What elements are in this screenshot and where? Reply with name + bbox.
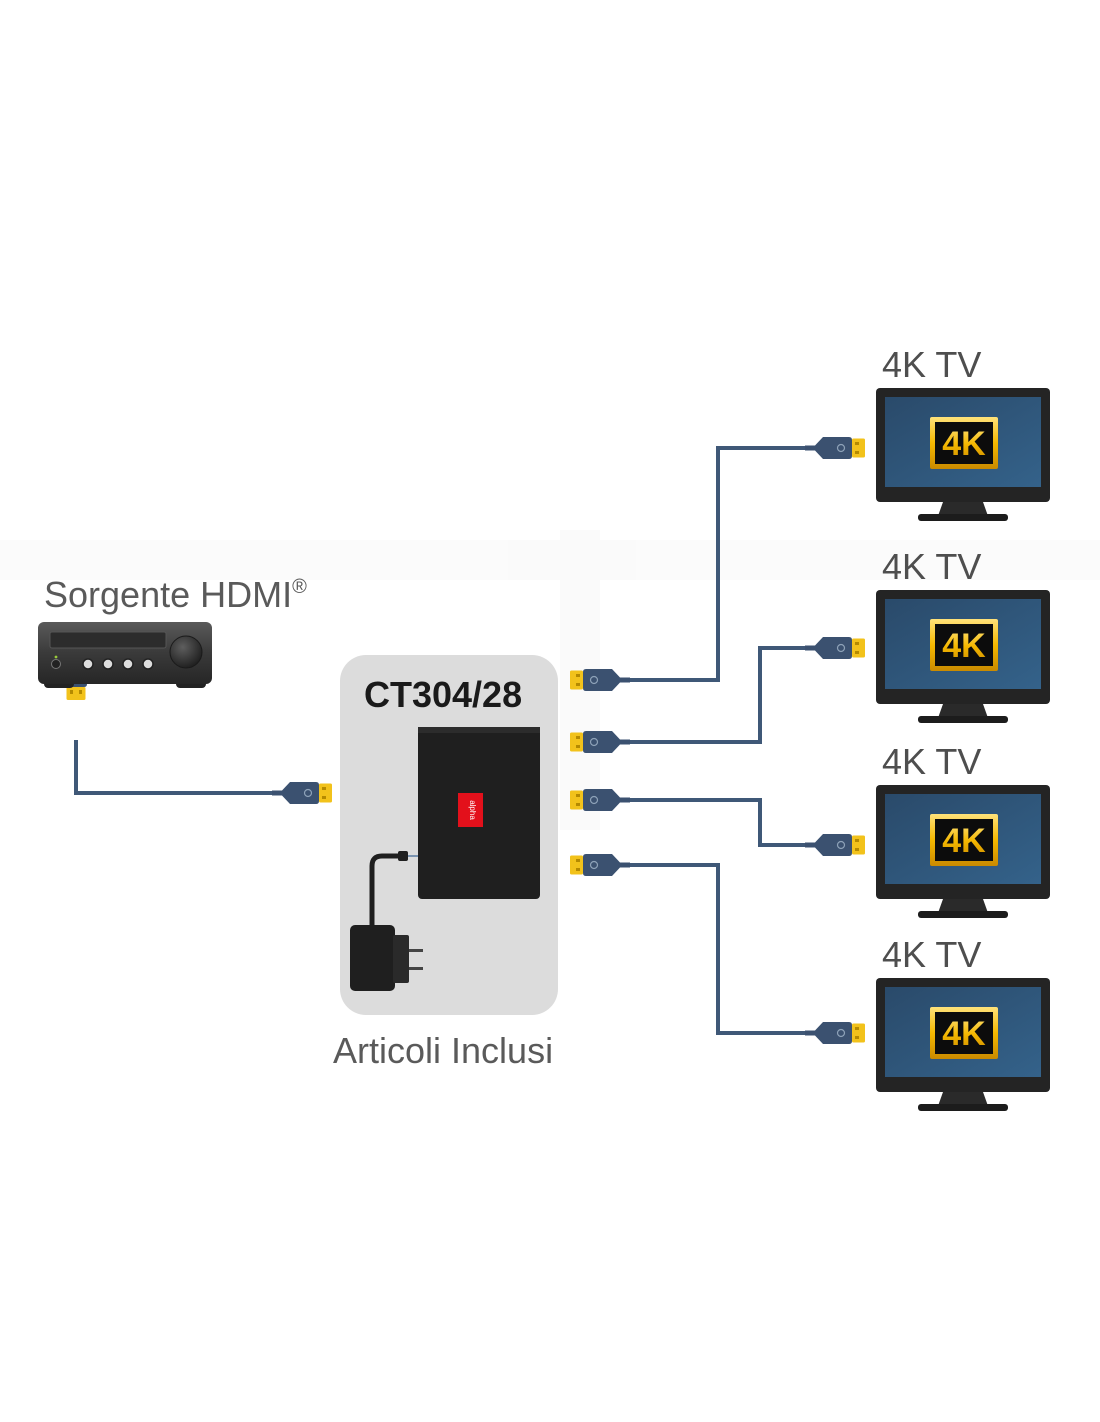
output-cable-3 xyxy=(630,798,807,847)
svg-text:alpha: alpha xyxy=(468,800,477,820)
source-connector-splitter xyxy=(271,781,333,805)
badge-4k-text: 4K xyxy=(942,425,986,463)
badge-4k-text: 4K xyxy=(942,822,986,860)
source-label: Sorgente HDMI® xyxy=(44,574,307,616)
splitter-device-icon: alpha xyxy=(418,727,540,899)
power-adapter-icon xyxy=(350,851,423,991)
registered-mark: ® xyxy=(292,576,307,598)
badge-4k-text: 4K xyxy=(942,1015,986,1053)
tv-connectors xyxy=(804,436,866,1045)
splitter-connector-4 xyxy=(569,853,631,877)
brand-logo xyxy=(458,793,483,827)
tv-connector-4 xyxy=(804,1021,866,1045)
tv-icon-3: 4K xyxy=(876,785,1050,918)
output-cable-1 xyxy=(630,446,807,682)
splitter-connector-1 xyxy=(569,668,631,692)
hdmi-source-device-icon xyxy=(38,622,212,688)
badge-4k-text: 4K xyxy=(942,627,986,665)
tv-connector-2 xyxy=(804,636,866,660)
tv-group: 4K 4K 4K 4K xyxy=(876,388,1050,1111)
tv-label-1: 4K TV xyxy=(882,344,982,385)
splitter-model-title: CT304/28 xyxy=(364,674,523,715)
source-cable xyxy=(74,740,275,795)
tv-connector-3 xyxy=(804,833,866,857)
splitter-connector-3 xyxy=(569,788,631,812)
included-items-caption: Articoli Inclusi xyxy=(333,1030,554,1071)
tv-icon-1: 4K xyxy=(876,388,1050,521)
splitter-connector-2 xyxy=(569,730,631,754)
output-cable-4 xyxy=(630,863,807,1035)
output-cable-2 xyxy=(630,646,807,744)
tv-icon-4: 4K xyxy=(876,978,1050,1111)
tv-connector-1 xyxy=(804,436,866,460)
output-cables xyxy=(630,446,807,1035)
source-label-text: Sorgente HDMI xyxy=(44,574,293,615)
tv-label-2: 4K TV xyxy=(882,546,982,587)
tv-label-3: 4K TV xyxy=(882,741,982,782)
tv-label-4: 4K TV xyxy=(882,934,982,975)
tv-icon-2: 4K xyxy=(876,590,1050,723)
